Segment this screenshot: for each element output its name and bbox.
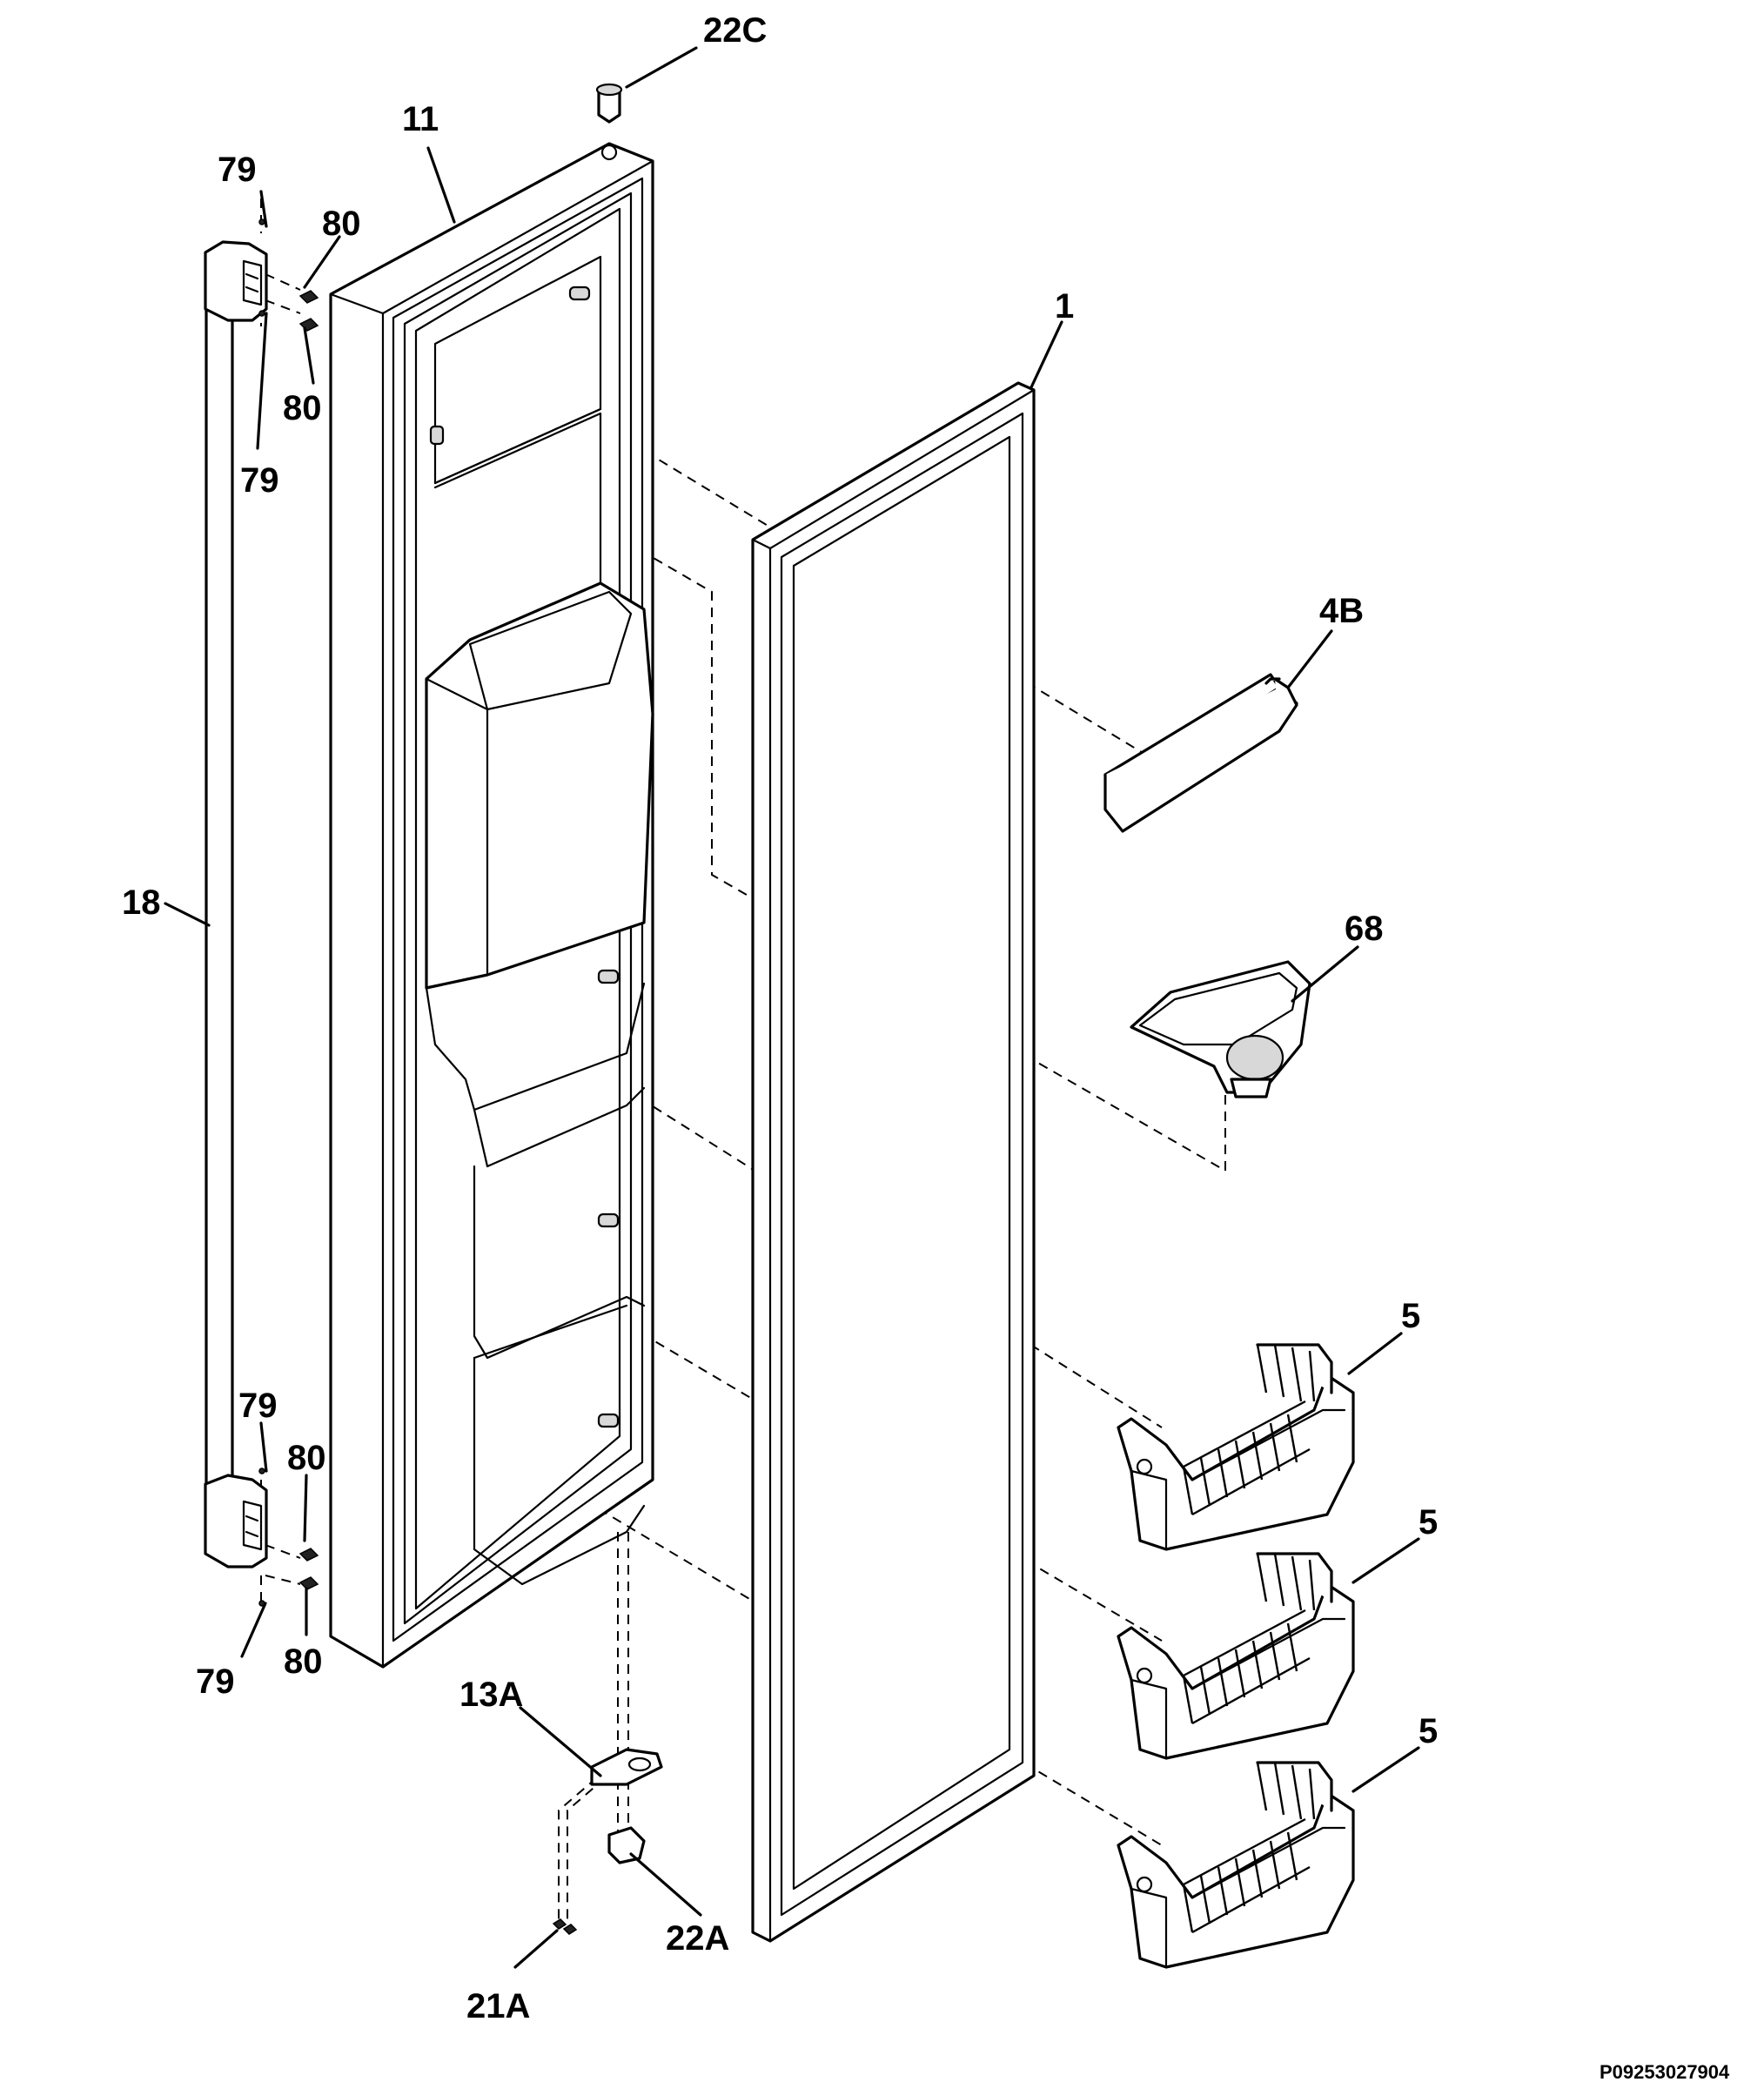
callout-80-bottom: 80 bbox=[284, 1642, 323, 1681]
callout-13a: 13A bbox=[459, 1676, 523, 1714]
callout-80-lower: 80 bbox=[287, 1439, 326, 1477]
reference-code: P09253027904 bbox=[1600, 2061, 1730, 2083]
hinge-parts bbox=[552, 1748, 663, 1935]
door-liner bbox=[329, 142, 654, 1669]
bin-4b bbox=[1103, 673, 1298, 833]
cup-68 bbox=[1130, 960, 1311, 1098]
door-handle bbox=[204, 240, 268, 1568]
callout-5-bottom: 5 bbox=[1419, 1712, 1438, 1750]
leader-lines bbox=[164, 46, 1420, 1969]
callout-labels: 22C 11 79 80 80 79 1 4B 18 68 5 5 5 79 8… bbox=[122, 11, 1730, 2083]
callout-1: 1 bbox=[1055, 287, 1074, 326]
callout-21a: 21A bbox=[466, 1987, 530, 2025]
callout-5-middle: 5 bbox=[1419, 1503, 1438, 1542]
basket-middle bbox=[1117, 1552, 1355, 1760]
basket-bottom bbox=[1117, 1761, 1355, 1969]
callout-22c: 22C bbox=[703, 11, 767, 50]
callout-80-upper-second: 80 bbox=[283, 389, 322, 427]
basket-top bbox=[1117, 1343, 1355, 1551]
callout-68: 68 bbox=[1345, 910, 1384, 948]
callout-79-lower: 79 bbox=[238, 1387, 278, 1425]
door-gasket bbox=[751, 381, 1036, 1943]
callout-79-top: 79 bbox=[218, 151, 257, 189]
callout-80-top: 80 bbox=[322, 205, 361, 243]
callout-18: 18 bbox=[122, 883, 161, 922]
callout-5-top: 5 bbox=[1401, 1297, 1420, 1335]
plug-22c bbox=[595, 83, 623, 124]
callout-22a: 22A bbox=[666, 1919, 729, 1958]
callout-4b: 4B bbox=[1319, 592, 1364, 630]
callout-79-upper-second: 79 bbox=[240, 461, 279, 500]
handle-screws bbox=[258, 218, 319, 1607]
callout-11: 11 bbox=[402, 100, 439, 138]
callout-79-bottom: 79 bbox=[196, 1662, 235, 1701]
